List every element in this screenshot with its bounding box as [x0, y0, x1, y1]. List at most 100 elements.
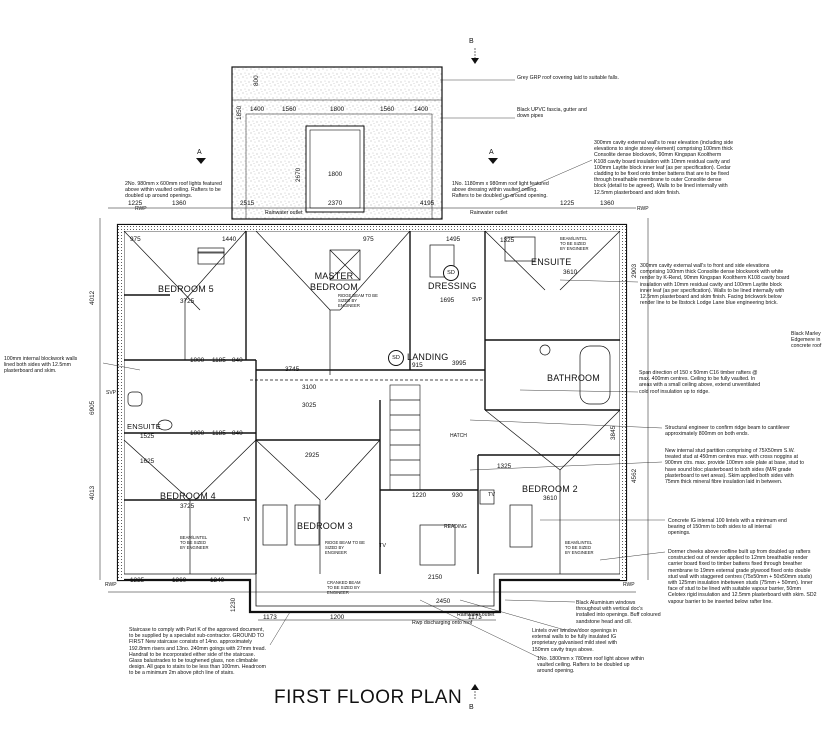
note-rooflight-1: 1No. 1180mm x 980mm roof light featured …	[452, 181, 549, 200]
room-label-bedroom2: BEDROOM 2	[522, 484, 578, 494]
dimension: 2370	[328, 200, 343, 207]
rwp-label: RWP	[623, 582, 635, 588]
note-upvc: Black UPVC fascia, gutter and down pipes	[517, 107, 587, 120]
note-external-lintels: Lintels over window/door openings in ext…	[532, 628, 618, 653]
note-internal-blockwork: 100mm internal blockwork walls lined bot…	[4, 356, 78, 375]
hatch-label: HATCH	[450, 433, 467, 439]
room-label-ensuite-top-right: ENSUITE	[531, 257, 572, 267]
note-stud-partition: New internal stud partition comprising o…	[665, 448, 804, 486]
dimension: 3025	[302, 402, 317, 409]
dimension: 1200	[330, 614, 345, 621]
section-marker-b-top: B	[469, 38, 474, 45]
dimension: 975	[130, 236, 141, 243]
room-label-master-bedroom: MASTER BEDROOM	[310, 271, 358, 292]
page-title: FIRST FLOOR PLAN	[274, 687, 463, 708]
cranked-beam-note: CRANKED BEAM TO BE SIZED BY ENGINEER	[327, 580, 361, 595]
dimension: 1695	[440, 297, 455, 304]
dimension: 1325	[497, 463, 512, 470]
note-rwp-discharge: Rwp discharging onto roof	[412, 620, 473, 626]
dimension: 1560	[282, 106, 297, 113]
dimension: 1185	[212, 357, 226, 364]
dimension: 1625	[140, 458, 155, 465]
smoke-detector-icon: SD	[388, 350, 404, 366]
note-rainwater-outlet: Rainwater outlet	[457, 612, 495, 618]
dimension: 3725	[180, 503, 195, 510]
reading-label: READING	[444, 524, 467, 530]
dimension: 2515	[240, 200, 255, 207]
dimension: 1400	[414, 106, 429, 113]
dimension: 3100	[302, 384, 317, 391]
rwp-label: RWP	[637, 206, 649, 212]
section-marker-b-bottom: B	[469, 704, 474, 711]
room-label-dressing: DRESSING	[428, 281, 477, 291]
dimension: 1360	[172, 577, 187, 584]
note-leaders	[102, 79, 666, 659]
section-lines	[196, 48, 498, 700]
dimension: 1000	[190, 357, 205, 364]
dimension-lines	[99, 99, 649, 621]
room-label-bedroom4: BEDROOM 4	[160, 491, 216, 501]
dimension: 1240	[210, 577, 225, 584]
roof-structure-lines	[123, 230, 621, 574]
note-rainwater-outlet: Rainwater outlet	[470, 210, 508, 216]
note-span-direction: Span direction of 150 x 50mm C16 timber …	[639, 370, 761, 395]
rwp-label: RWP	[105, 582, 117, 588]
beam-note: RIDGE BEAM TO BE SIZED BY ENGINEER	[338, 293, 378, 308]
dimension: 1325	[500, 237, 515, 244]
beam-lintel-note: BEAM/LINTEL TO BE SIZED BY ENGINEER	[560, 236, 589, 251]
dimension: 3995	[452, 360, 467, 367]
dimension: 1220	[412, 492, 427, 499]
note-grp-roof: Grey GRP roof covering laid to suitable …	[517, 75, 619, 81]
note-rear-wall: 300mm cavity external wall's to rear ele…	[594, 140, 734, 196]
dimension: 4013	[89, 485, 96, 500]
dimension: 1800	[330, 106, 345, 113]
room-label-bedroom5: BEDROOM 5	[158, 284, 214, 294]
room-label-landing: LANDING	[407, 352, 449, 362]
note-aluminium-windows: Black Aluminium windows throughout with …	[576, 600, 661, 625]
section-marker-a-left: A	[197, 149, 202, 156]
dimension: 2450	[436, 598, 451, 605]
dimension: 1560	[380, 106, 395, 113]
beam-lintel-note: BEAM/LINTEL TO BE SIZED BY ENGINEER	[180, 535, 209, 550]
dimension: 800	[253, 75, 260, 86]
dimension: 4562	[631, 468, 638, 483]
dimension: 1440	[222, 236, 237, 243]
note-rainwater-outlet: Rainwater outlet	[265, 210, 303, 216]
dimension: 1495	[446, 236, 461, 243]
dimension: 2670	[295, 167, 302, 182]
room-label-bedroom3: BEDROOM 3	[297, 521, 353, 531]
section-marker-a-right: A	[489, 149, 494, 156]
dimension: 6905	[89, 400, 96, 415]
smoke-detector-icon: SD	[443, 265, 459, 281]
dimension: 1400	[250, 106, 265, 113]
dimension: 3610	[543, 495, 558, 502]
beam-lintel-note: BEAM/LINTEL TO BE SIZED BY ENGINEER	[565, 540, 594, 555]
room-label-bathroom: BATHROOM	[547, 373, 600, 383]
dimension: 1173	[468, 614, 482, 621]
dimension: 1850	[236, 105, 243, 120]
dimension: 930	[452, 492, 463, 499]
dimension: 915	[412, 362, 423, 369]
dimension: 840	[232, 430, 243, 437]
dimension: 2925	[305, 452, 320, 459]
dimension: 3610	[563, 269, 578, 276]
fixtures	[127, 236, 611, 566]
svp-label: SVP	[106, 390, 117, 396]
tv-label: TV	[488, 492, 496, 498]
dimension: 975	[363, 236, 374, 243]
note-internal-lintels: Concrete IG internal 100 lintels with a …	[668, 518, 787, 537]
dimension: 1225	[128, 200, 143, 207]
note-rooflights-2: 2No. 980mm x 600mm roof lights featured …	[125, 181, 222, 200]
note-dormer: Dormer cheeks above roofline built up fr…	[668, 549, 817, 605]
dimension: 1800	[328, 171, 343, 178]
internal-walls	[124, 231, 620, 574]
tv-label: TV	[243, 517, 251, 523]
dimension: 1173	[263, 614, 277, 621]
dimension: 1225	[130, 577, 145, 584]
svp-label: SVP	[472, 297, 483, 303]
dimension: 1230	[230, 597, 237, 612]
dimension: 2150	[428, 574, 443, 581]
note-ridge-beam: Structural engineer to confirm ridge bea…	[665, 425, 790, 438]
dimension: 3745	[285, 366, 300, 373]
dimension: 3845	[610, 425, 617, 440]
